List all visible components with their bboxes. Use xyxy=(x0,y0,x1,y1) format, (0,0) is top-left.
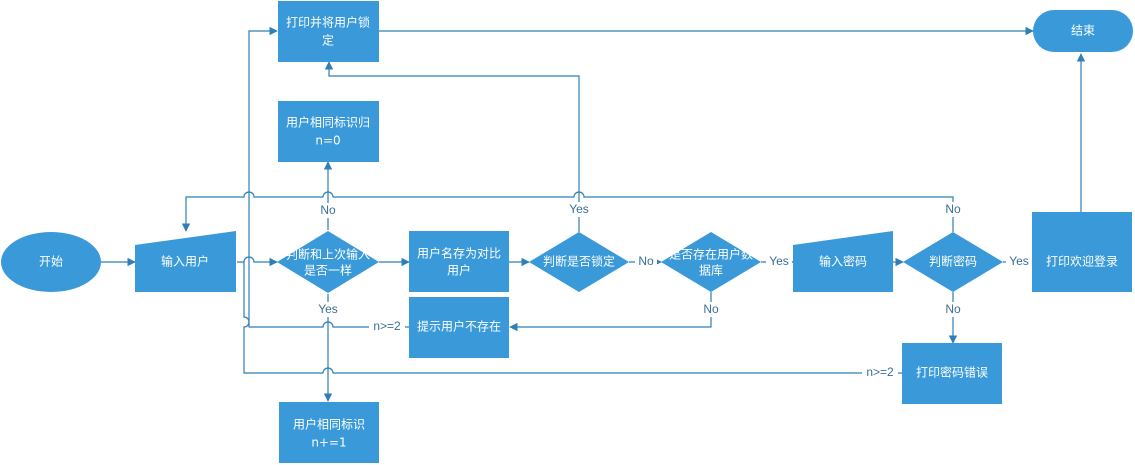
input-password-node: 输入密码 xyxy=(793,231,893,292)
welcome-node: 打印欢迎登录 xyxy=(1032,212,1132,292)
check-password-node: 判断密码 xyxy=(903,232,1003,292)
label-locked-yes: Yes xyxy=(569,202,589,216)
reset-id-label-2: n=0 xyxy=(315,134,340,148)
check-exists-label-1: 是否存在用户数 xyxy=(669,247,753,262)
input-user-label: 输入用户 xyxy=(161,254,209,269)
edge-pwd-no-to-input-user xyxy=(181,191,954,232)
label-pwd-yes: Yes xyxy=(1009,254,1029,268)
user-not-exist-node: 提示用户不存在 xyxy=(409,297,509,358)
welcome-label: 打印欢迎登录 xyxy=(1046,254,1118,269)
label-same-yes: Yes xyxy=(318,302,338,316)
label-retry-user: n>=2 xyxy=(373,319,401,333)
edge-exists-no-to-not-exist xyxy=(509,292,712,332)
end-node: 结束 xyxy=(1033,10,1133,52)
check-password-label: 判断密码 xyxy=(929,254,977,269)
user-not-exist-label: 提示用户不存在 xyxy=(417,319,501,334)
edge-labels: No Yes Yes No Yes No Yes No No n>=2 n>=2 xyxy=(314,202,1032,380)
label-locked-no: No xyxy=(638,254,654,268)
check-exists-node: 是否存在用户数 据库 xyxy=(661,232,761,292)
label-pwd-no-bottom: No xyxy=(945,302,961,316)
end-label: 结束 xyxy=(1071,24,1095,38)
wrong-password-label: 打印密码错误 xyxy=(916,365,988,380)
label-retry-password: n>=2 xyxy=(866,365,894,379)
edge-locked-yes-to-print-lock xyxy=(324,61,580,232)
check-same-label-1: 判断和上次输入 xyxy=(286,247,370,262)
save-user-label-2: 用户 xyxy=(447,263,471,278)
start-node: 开始 xyxy=(1,232,101,292)
check-exists-label-2: 据库 xyxy=(699,263,723,278)
reset-id-label-1: 用户相同标识归 xyxy=(286,115,370,130)
print-lock-node: 打印并将用户锁 定 xyxy=(278,1,379,62)
incr-id-node: 用户相同标识 n+=1 xyxy=(279,402,379,463)
check-same-node: 判断和上次输入 是否一样 xyxy=(277,231,379,293)
label-exists-yes: Yes xyxy=(769,254,789,268)
save-user-label-1: 用户名存为对比 xyxy=(417,246,501,261)
incr-id-label-2: n+=1 xyxy=(311,436,346,450)
print-lock-label-1: 打印并将用户锁 xyxy=(286,15,370,30)
label-same-no: No xyxy=(320,203,336,217)
check-locked-label: 判断是否锁定 xyxy=(543,254,615,269)
reset-id-node: 用户相同标识归 n=0 xyxy=(278,101,379,162)
label-exists-no: No xyxy=(703,302,719,316)
edge-wrong-retry xyxy=(243,262,902,374)
edge-input-to-check-same xyxy=(237,256,278,267)
start-label: 开始 xyxy=(39,255,63,269)
input-password-label: 输入密码 xyxy=(819,254,867,269)
save-user-node: 用户名存为对比 用户 xyxy=(409,231,509,292)
label-pwd-no-top: No xyxy=(945,202,961,216)
print-lock-label-2: 定 xyxy=(322,33,334,48)
input-user-node: 输入用户 xyxy=(135,231,236,292)
check-same-label-2: 是否一样 xyxy=(304,263,352,278)
check-locked-node: 判断是否锁定 xyxy=(529,232,629,292)
edge-not-exist-retry xyxy=(248,26,409,328)
wrong-password-node: 打印密码错误 xyxy=(902,343,1002,404)
incr-id-label-1: 用户相同标识 xyxy=(293,417,365,432)
